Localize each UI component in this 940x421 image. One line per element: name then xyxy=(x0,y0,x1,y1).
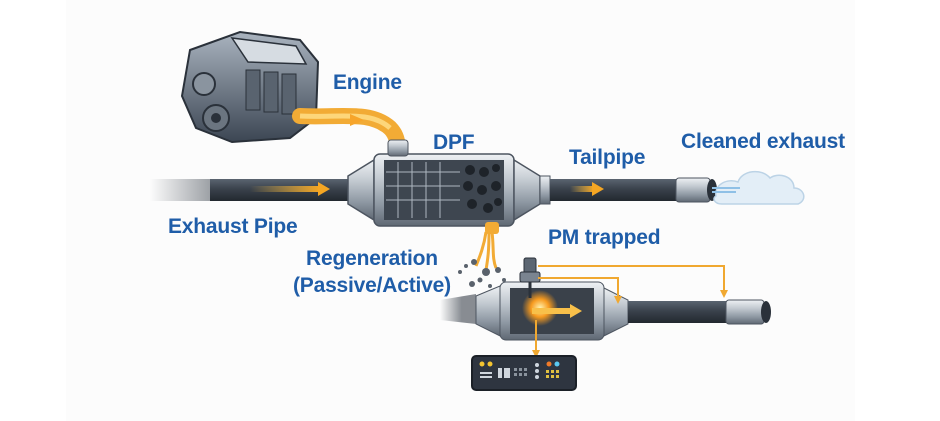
arrow-head-icon xyxy=(720,290,728,298)
engine-label: Engine xyxy=(333,71,402,94)
pm-particles xyxy=(458,231,506,288)
regeneration-label: Regeneration (Passive/Active) xyxy=(293,245,451,299)
cleaned-exhaust-label: Cleaned exhaust xyxy=(681,130,845,153)
injector-icon xyxy=(519,257,541,298)
flow-arrow-icon xyxy=(318,182,330,196)
tailpipe xyxy=(550,177,717,203)
control-unit-icon xyxy=(471,355,577,391)
arrow-head-icon xyxy=(532,350,540,358)
arrow-head-icon xyxy=(614,296,622,304)
flow-arrow-icon xyxy=(592,182,604,196)
cloud-icon xyxy=(712,170,805,205)
engine-outlet-flow xyxy=(292,107,406,162)
control-signal-lines xyxy=(535,265,725,352)
engine-icon xyxy=(180,30,320,144)
regeneration-label-line1: Regeneration xyxy=(306,247,438,270)
tailpipe-label: Tailpipe xyxy=(569,146,646,169)
dpf-filter xyxy=(347,139,551,234)
exhaust-pipe-label: Exhaust Pipe xyxy=(168,215,298,238)
regen-dpf xyxy=(440,281,771,341)
dpf-label: DPF xyxy=(433,131,475,154)
pm-trapped-label: PM trapped xyxy=(548,226,661,249)
exhaust-pipe xyxy=(150,179,355,201)
regeneration-label-line2: (Passive/Active) xyxy=(293,274,451,297)
